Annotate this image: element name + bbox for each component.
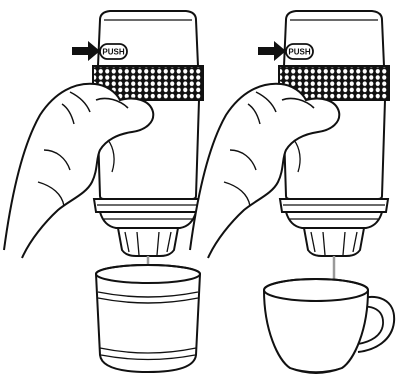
panel-right: PUSH <box>190 11 394 373</box>
push-button-label: PUSH <box>288 48 310 57</box>
arrow-icon <box>72 41 100 61</box>
arrow-icon <box>258 41 286 61</box>
panel-left: PUSH <box>4 11 203 372</box>
push-button-label: PUSH <box>102 48 124 57</box>
mug-icon <box>264 279 394 373</box>
tumbler-cup-icon <box>96 265 200 372</box>
